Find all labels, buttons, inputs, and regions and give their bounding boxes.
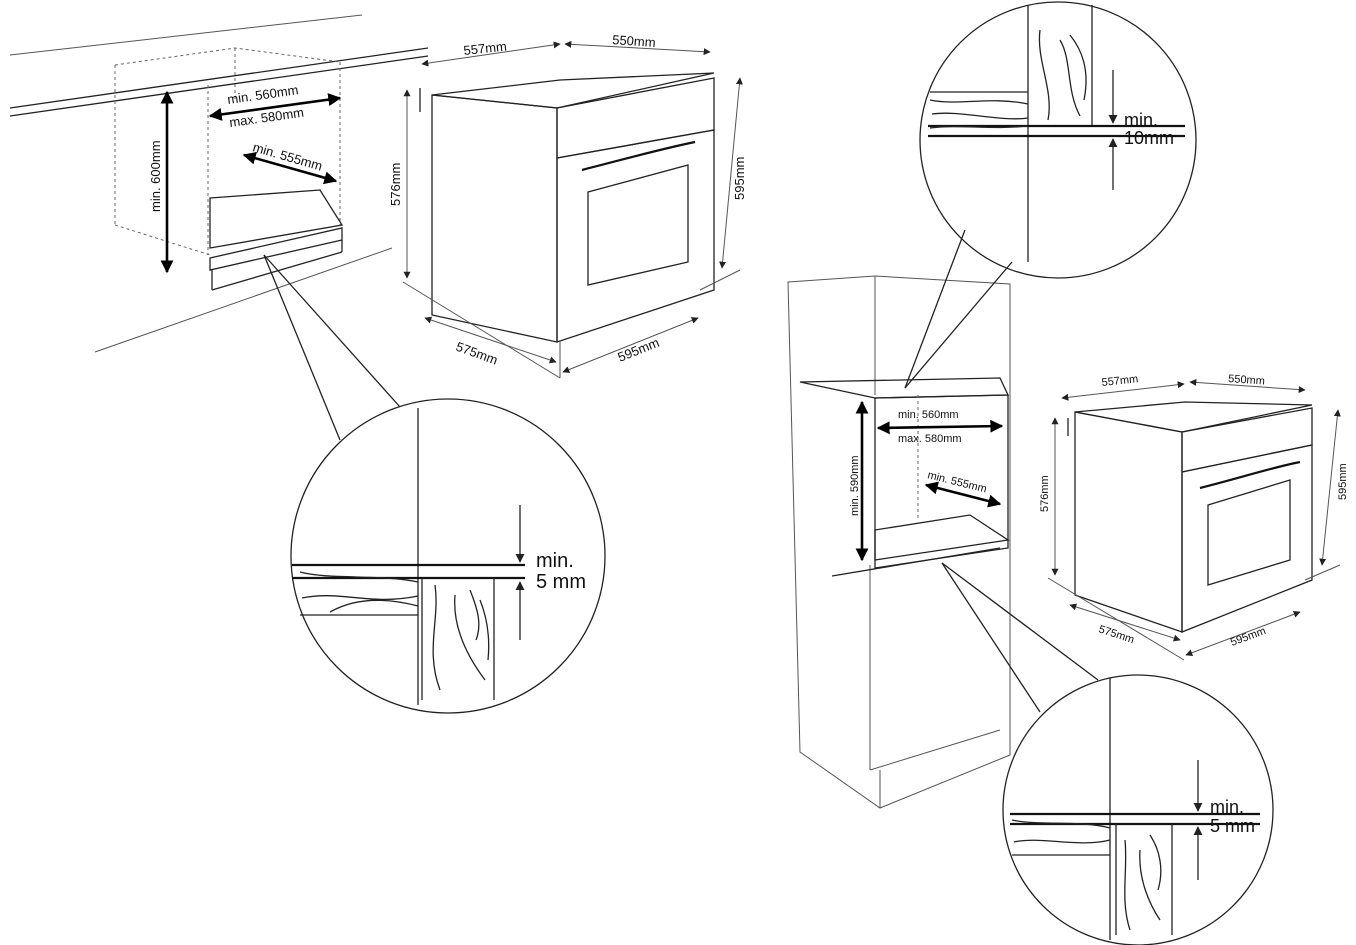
oven-top: 557mm 550mm 576mm 595mm 575mm 595mm	[388, 32, 747, 379]
detail-circle-bottom-right	[1002, 674, 1274, 945]
oven-top-width-bottom-label: 595mm	[616, 335, 662, 365]
niche-height-label: min. 600mm	[148, 140, 163, 212]
left-gap-label-2: 5 mm	[536, 571, 586, 593]
detail-callout-top-right: min. 10mm	[904, 1, 1197, 389]
bottom-gap-label-1: min.	[1210, 797, 1244, 817]
tall-niche-width-arrow	[876, 419, 1004, 435]
oven-right-width-label: 550mm	[1228, 373, 1265, 388]
tall-niche-depth-label: min. 555mm	[926, 469, 988, 495]
oven-right-width-bottom-label: 595mm	[1229, 625, 1268, 649]
niche-width-arrow	[208, 93, 342, 121]
oven-handle-top	[581, 140, 696, 172]
niche-width-min-label: min. 560mm	[226, 82, 299, 107]
tall-niche-width-min-label: min. 560mm	[898, 409, 959, 421]
tall-niche-height-label: min. 590mm	[849, 455, 861, 516]
oven-top-depth-label: 557mm	[463, 39, 508, 58]
oven-right-depth-label: 557mm	[1101, 373, 1139, 389]
oven-right: 557mm 550mm 576mm 595mm 575mm 595mm	[1039, 373, 1349, 661]
oven-top-height-front-label: 595mm	[732, 157, 747, 200]
oven-right-height-label: 576mm	[1039, 475, 1051, 512]
under-counter-niche: min. 600mm min. 560mm max. 580mm min. 55…	[9, 14, 429, 353]
detail-circle-left	[290, 398, 606, 714]
oven-top-depth-bottom-label: 575mm	[454, 339, 500, 368]
left-gap-label-1: min.	[536, 550, 574, 572]
top-gap-label-2: 10mm	[1124, 128, 1174, 148]
detail-circle-top-right	[919, 1, 1197, 279]
tall-cabinet: min. 590mm min. 560mm max. 580mm min. 55…	[787, 275, 1011, 809]
detail-callout-left: min. 5 mm	[263, 254, 606, 714]
oven-right-height-front-label: 595mm	[1337, 463, 1349, 500]
tall-niche-width-max-label: max. 580mm	[898, 433, 962, 445]
detail-callout-bottom-right: min. 5 mm	[941, 562, 1274, 945]
oven-handle-right	[1199, 460, 1301, 490]
top-gap-label-1: min.	[1124, 110, 1158, 130]
oven-top-height-label: 576mm	[388, 163, 403, 206]
tall-niche-depth-arrow	[924, 481, 1002, 508]
oven-top-width-label: 550mm	[612, 32, 656, 50]
bottom-gap-label-2: 5 mm	[1210, 816, 1255, 836]
niche-depth-arrow	[242, 151, 338, 185]
